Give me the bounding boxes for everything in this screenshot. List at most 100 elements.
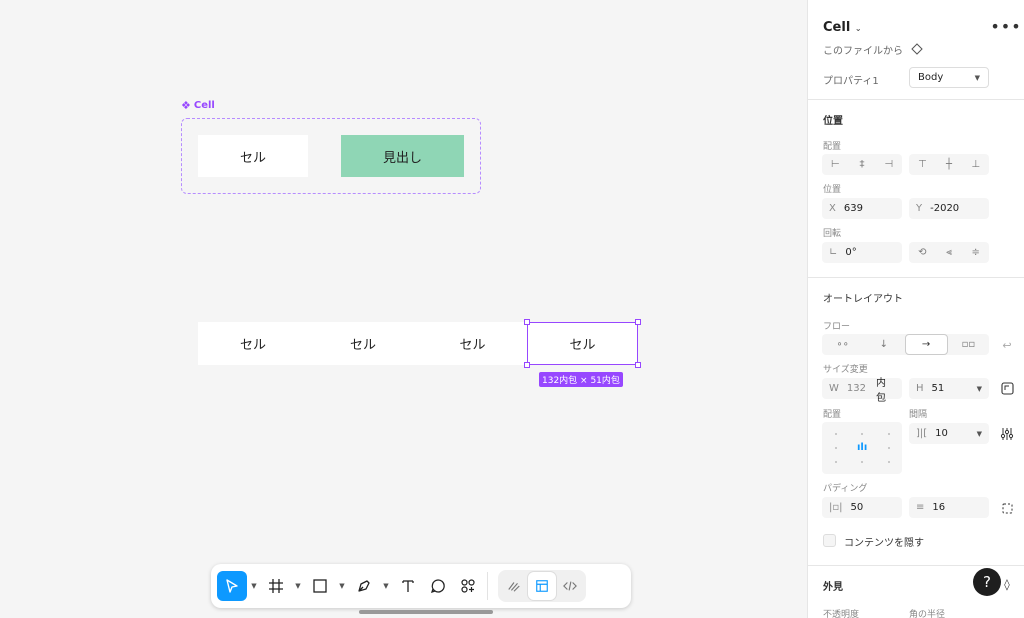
chevron-down-icon[interactable]: ▼ — [339, 582, 345, 590]
move-tool-button[interactable] — [217, 571, 247, 601]
component-label[interactable]: ❖ Cell — [181, 99, 215, 112]
resize-to-fit-icon[interactable] — [999, 380, 1015, 396]
selection-box[interactable] — [527, 322, 638, 365]
draw-mode-button[interactable] — [500, 572, 528, 600]
chevron-down-icon[interactable]: ▼ — [251, 582, 257, 590]
chevron-down-icon: ▼ — [974, 73, 980, 82]
cursor-icon — [226, 579, 238, 593]
vertical-flow-icon[interactable]: ↓ — [879, 339, 889, 350]
diamond-icon[interactable] — [909, 41, 925, 57]
text-icon — [402, 580, 414, 592]
position-section — [808, 99, 1024, 277]
design-mode-button[interactable] — [528, 572, 556, 600]
text-tool-button[interactable] — [393, 571, 423, 601]
resize-label: サイズ変更 — [823, 365, 868, 375]
resize-handle[interactable] — [635, 362, 641, 368]
component-icon: ❖ — [181, 99, 191, 112]
comment-tool-button[interactable] — [423, 571, 453, 601]
comment-icon — [430, 579, 445, 594]
align-center-v-icon[interactable]: ┼ — [945, 159, 953, 170]
y-field[interactable]: Y-2020 — [909, 198, 989, 219]
individual-padding-icon[interactable] — [999, 500, 1015, 516]
toolbar-divider — [487, 572, 488, 600]
chevron-down-icon[interactable]: ▼ — [383, 582, 389, 590]
rectangle-icon — [313, 579, 327, 593]
component-cell-heading[interactable]: 見出し — [341, 135, 464, 177]
clip-content-checkbox[interactable] — [823, 534, 836, 547]
resize-handle[interactable] — [635, 319, 641, 325]
gap-field[interactable]: ]|[10 ▼ — [909, 423, 989, 444]
resources-tool-button[interactable] — [453, 571, 483, 601]
autolayout-section — [808, 277, 1024, 565]
flip-vertical-icon[interactable]: ≑ — [971, 247, 980, 258]
horizontal-padding-field[interactable]: |▫|50 — [822, 497, 902, 518]
layout-settings-icon[interactable] — [999, 426, 1015, 442]
dev-mode-button[interactable] — [556, 572, 584, 600]
corner-radius-label: 角の半径 — [909, 610, 946, 618]
opacity-label: 不透明度 — [823, 610, 860, 618]
flow-direction-group: ∘∘ ↓ → ▫▫ — [822, 334, 989, 355]
property-select[interactable]: Body ▼ — [909, 67, 989, 88]
wrap-icon[interactable]: ↩ — [1002, 338, 1012, 352]
help-button[interactable]: ? — [973, 568, 1001, 596]
component-name[interactable]: Cell ⌄ — [823, 20, 862, 35]
horizontal-flow-icon[interactable]: → — [904, 334, 948, 355]
alignment-grid[interactable]: ılı — [822, 422, 902, 474]
component-set-frame[interactable] — [181, 118, 481, 194]
align-left-icon[interactable]: ⊢ — [830, 159, 840, 170]
component-cell-body[interactable]: セル — [198, 135, 308, 177]
appearance-section-title: 外見 — [823, 582, 843, 593]
resize-handle[interactable] — [524, 362, 530, 368]
source-label: このファイルから — [823, 46, 903, 57]
flow-label: フロー — [823, 322, 851, 332]
visibility-icon[interactable]: ◊ — [1004, 577, 1010, 591]
position-label: 位置 — [823, 185, 842, 195]
horizontal-padding-icon: |▫| — [829, 502, 843, 513]
angle-icon: ∟ — [829, 247, 838, 258]
rotate-icon[interactable]: ⟲ — [918, 247, 927, 258]
vertical-align-group: ⊤ ┼ ⊥ — [909, 154, 989, 175]
row-cell[interactable]: セル — [198, 322, 308, 365]
align-bottom-icon[interactable]: ⊥ — [971, 159, 981, 170]
align-center-h-icon[interactable]: ‡ — [859, 159, 865, 170]
align-top-icon[interactable]: ⊤ — [917, 159, 927, 170]
grid-flow-icon[interactable]: ▫▫ — [961, 339, 976, 350]
horizontal-align-group: ⊢ ‡ ⊣ — [822, 154, 902, 175]
gap-label: 間隔 — [909, 410, 928, 420]
freeform-icon[interactable]: ∘∘ — [836, 339, 849, 350]
bottom-toolbar: ▼ ▼ ▼ ▼ — [211, 564, 631, 608]
resources-icon — [461, 579, 475, 593]
frame-tool-button[interactable] — [261, 571, 291, 601]
row-cell-selected[interactable]: セル — [527, 322, 638, 365]
rotation-field[interactable]: ∟0° — [822, 242, 902, 263]
vertical-padding-field[interactable]: ≡16 — [909, 497, 989, 518]
resize-handle[interactable] — [524, 319, 530, 325]
draw-icon — [508, 582, 520, 592]
properties-panel: Cell ⌄ ••• このファイルから プロパティ1 Body ▼ 位置 配置 … — [807, 0, 1024, 618]
shape-tool-button[interactable] — [305, 571, 335, 601]
pen-tool-button[interactable] — [349, 571, 379, 601]
frame-icon — [269, 579, 283, 593]
row-cell[interactable]: セル — [418, 322, 527, 365]
arrange-label: 配置 — [823, 410, 842, 420]
clip-content-label: コンテンツを隠す — [844, 538, 924, 549]
flip-horizontal-icon[interactable]: ⫷ — [946, 247, 952, 258]
autolayout-section-title: オートレイアウト — [823, 294, 903, 305]
align-center-indicator-icon: ılı — [857, 442, 868, 453]
row-cell[interactable]: セル — [308, 322, 418, 365]
canvas[interactable]: ❖ Cell セル 見出し セル セル セル セル 132内包 × 51内包 ▼… — [0, 0, 807, 618]
property-label: プロパティ1 — [823, 76, 879, 87]
more-icon[interactable]: ••• — [990, 16, 1022, 36]
align-right-icon[interactable]: ⊣ — [884, 159, 894, 170]
vertical-padding-icon: ≡ — [916, 502, 925, 513]
chevron-down-icon: ⌄ — [854, 24, 862, 33]
gap-icon: ]|[ — [916, 428, 928, 439]
rotation-label: 回転 — [823, 229, 842, 239]
pen-icon — [358, 580, 370, 592]
chevron-down-icon: ▼ — [976, 384, 982, 393]
padding-label: パディング — [823, 484, 868, 494]
chevron-down-icon[interactable]: ▼ — [295, 582, 301, 590]
